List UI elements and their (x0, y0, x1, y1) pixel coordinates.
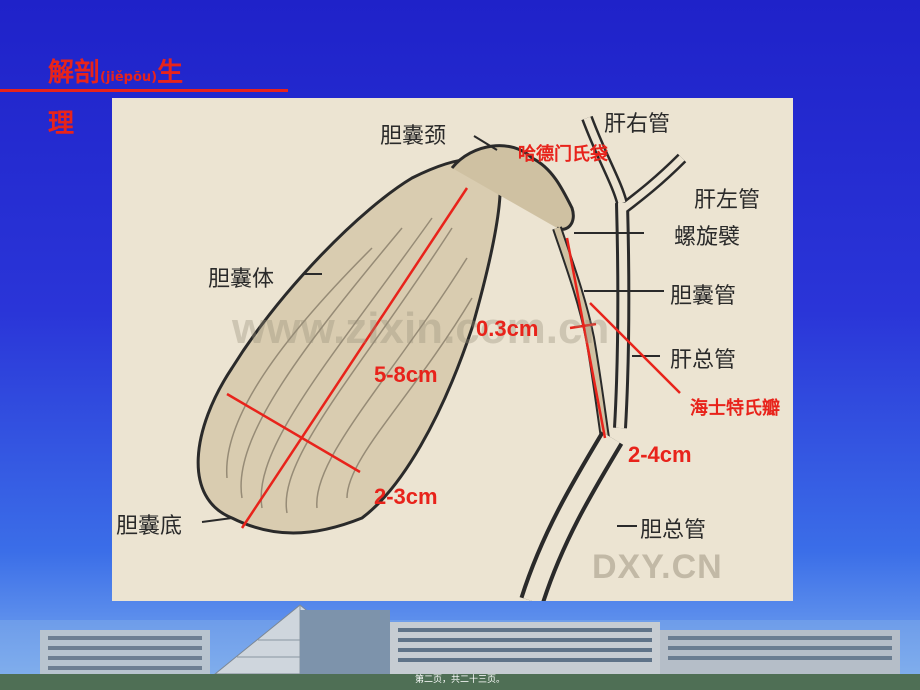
title-line-2: 理 (48, 109, 75, 139)
label-left-hepatic: 肝左管 (694, 188, 761, 213)
label-fundus: 胆囊底 (116, 514, 183, 539)
source-credit: DXY.CN (592, 548, 723, 586)
gallbladder-anatomy-figure: www.zixin.com.cn DXY.CN 胆囊颈 肝右管 哈德门氏袋 肝左… (112, 98, 793, 601)
watermark: www.zixin.com.cn (232, 304, 610, 353)
label-cystic-duct: 胆囊管 (670, 284, 737, 309)
title-pinyin: (jiěpōu) (100, 70, 158, 85)
slide-title: 解剖(jiěpōu)生 理 (48, 50, 248, 147)
measure-duct-diameter: 0.3cm (476, 316, 539, 341)
gallbladder-drawing (196, 115, 687, 601)
label-neck: 胆囊颈 (380, 124, 447, 149)
label-body: 胆囊体 (208, 267, 275, 292)
label-right-hepatic: 肝右管 (604, 112, 671, 137)
measure-duct-length: 2-4cm (628, 442, 692, 467)
heister-pointer-line (589, 302, 681, 394)
title-underline (0, 89, 288, 92)
building-banner (0, 604, 920, 690)
duct-length-measure-line (565, 237, 607, 439)
measure-length: 5-8cm (374, 362, 438, 387)
label-common-bile: 胆总管 (640, 518, 707, 543)
page-footer: 第二页，共二十三页。 (414, 675, 505, 685)
width-measure-line (226, 392, 361, 474)
label-spiral-fold: 螺旋襞 (674, 225, 741, 250)
label-heister-valve: 海士特氏瓣 (690, 398, 780, 419)
gallbladder-neck (450, 144, 575, 231)
measure-width: 2-3cm (374, 484, 438, 509)
title-main-2: 生 (157, 58, 184, 88)
length-measure-line (240, 187, 469, 529)
title-main-1: 解剖 (48, 58, 101, 88)
label-common-hepatic: 肝总管 (670, 348, 737, 373)
duct-diameter-measure-line (569, 322, 597, 330)
label-hartmann-pouch: 哈德门氏袋 (518, 144, 608, 165)
